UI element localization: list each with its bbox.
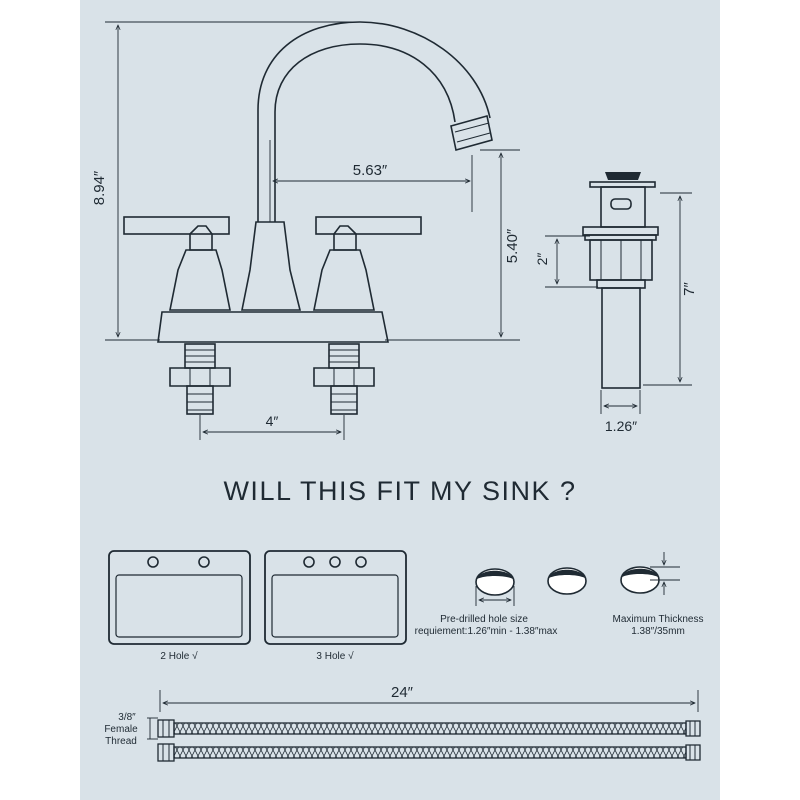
thickness-label-1: Maximum Thickness [613, 614, 704, 625]
left-handle [123, 216, 230, 235]
sink-2-hole-label: 2 Hole √ [160, 650, 198, 662]
faucet-drawing [123, 21, 493, 415]
faucet-hole [355, 556, 367, 568]
thickness-icon [620, 552, 680, 595]
drain-diameter-label: 1.26″ [605, 418, 637, 434]
sink-3-hole-label: 3 Hole √ [316, 650, 354, 662]
left-shank [169, 343, 231, 415]
drain-thread-label: 2″ [534, 253, 550, 266]
thread-label-3: Thread [105, 736, 137, 747]
spout-outer [257, 21, 491, 222]
faucet-body [241, 221, 302, 311]
right-shank [313, 343, 375, 415]
supply-hose-1 [157, 719, 701, 738]
thread-label-1: 3/8″ [118, 712, 136, 723]
thread-size-callout: 3/8″ Female Thread [104, 712, 158, 747]
faucet-dimensions: 8.94″ 5.63″ 5.40″ 4″ [91, 21, 521, 440]
drain-height-label: 7″ [681, 281, 698, 295]
hose-length-label: 24″ [391, 684, 414, 701]
thickness-label-2: 1.38″/35mm [631, 626, 685, 637]
hole-size-icon [475, 568, 515, 606]
faucet-hole [303, 556, 315, 568]
total-height-label: 8.94″ [91, 170, 108, 205]
hole-size-label-2: requiement:1.26″min - 1.38″max [415, 626, 558, 637]
supply-hose-2 [157, 743, 701, 762]
base-plate [157, 311, 389, 343]
aerator [450, 115, 493, 151]
drain-dimensions: 7″ 2″ 1.26″ [534, 192, 698, 434]
hose-length-dimension: 24″ [159, 684, 699, 712]
center-spacing-label: 4″ [266, 413, 279, 429]
hole-size-label-1: Pre-drilled hole size [440, 614, 528, 625]
spout-reach-label: 5.63″ [353, 162, 388, 179]
thread-label-2: Female [104, 724, 138, 735]
faucet-hole [329, 556, 341, 568]
right-handle [315, 216, 422, 235]
sink-3-hole: 3 Hole √ [264, 550, 407, 662]
faucet-hole [198, 556, 210, 568]
hole-icon [547, 567, 587, 595]
left-base [169, 249, 231, 311]
spout-height-label: 5.40″ [504, 228, 521, 263]
right-base [313, 249, 375, 311]
pop-up-drain [582, 172, 659, 389]
fit-question-title: WILL THIS FIT MY SINK ? [223, 476, 577, 506]
sink-2-hole: 2 Hole √ [108, 550, 251, 662]
spout-inner [274, 43, 456, 222]
faucet-hole [147, 556, 159, 568]
